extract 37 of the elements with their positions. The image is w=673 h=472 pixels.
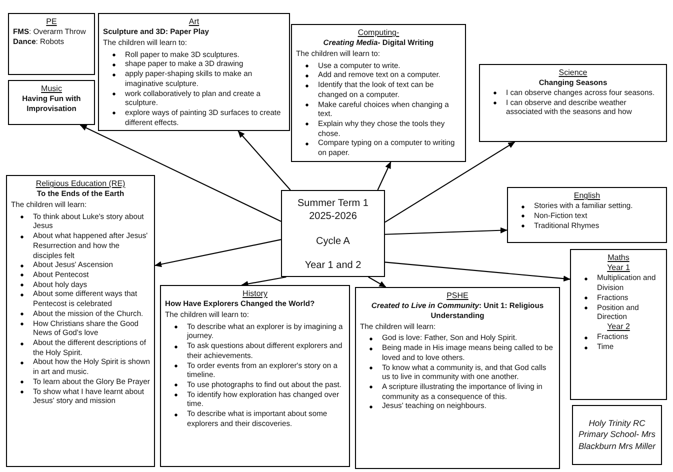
subject-heading: PSHE [446,291,470,302]
arrow [154,239,282,268]
subject-heading: Art [188,17,200,28]
subject-box [355,287,560,469]
subject-heading: Science [558,68,588,78]
title-text: Year 1 and 2 [304,259,362,272]
arrow [238,130,291,190]
signature-text: Holy Trinity RC Primary School- Mrs Blackburn Mrs Miller [578,418,657,452]
subject-heading: Music [40,84,63,94]
arrow [241,276,286,287]
subject-box [479,64,667,142]
subject-heading: Maths [606,253,630,264]
subject-box [291,24,466,162]
year-heading: Year 2 [606,322,631,332]
title-box [281,190,385,277]
year-heading: Year 1 [606,263,631,274]
arrow [377,162,392,190]
subject-heading: Religious Education (RE) [34,179,126,190]
subject-heading: English [572,191,602,202]
subject-box [507,187,667,243]
title-text: Summer Term 1 2025-2026 [296,197,370,223]
arrow [368,276,386,288]
subject-box [8,80,95,125]
subject-box [6,175,155,467]
title-text: Cycle A [315,234,351,248]
subject-heading: Computing- [356,28,400,38]
subject-box [98,13,290,131]
subject-box [570,249,667,400]
arrow [384,227,508,235]
arrow [384,262,570,282]
subject-box [8,13,95,75]
subject-box [160,285,350,467]
signature-box [572,405,662,465]
arrow [384,142,516,223]
subject-heading: History [242,289,268,300]
subject-heading: PE [45,17,58,28]
arrow [80,124,282,222]
